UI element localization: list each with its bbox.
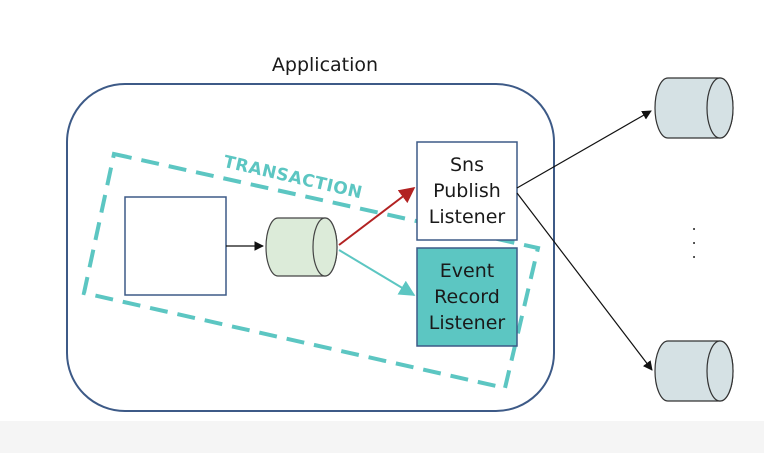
source-component-box <box>124 196 227 296</box>
sns-label-line-1: Sns <box>449 154 484 176</box>
transaction-boundary <box>81 151 541 391</box>
more-stores-ellipsis: . . . <box>691 215 697 262</box>
sns-to-upper-store-arrow <box>516 110 652 189</box>
sns-publish-listener-box <box>416 141 518 241</box>
event-label-line-1: Event <box>439 260 495 282</box>
queue-to-event-record-arrow <box>338 249 416 296</box>
sns-label-line-3: Listener <box>428 206 506 228</box>
event-queue-cylinder <box>265 217 338 277</box>
queue-to-sns-arrow <box>338 187 416 246</box>
lower-external-store-cylinder <box>654 340 734 402</box>
sns-publish-listener-label: Sns Publish Listener <box>417 142 517 240</box>
sns-label-line-2: Publish <box>433 180 501 202</box>
event-label-line-2: Record <box>434 286 500 308</box>
event-label-line-3: Listener <box>428 312 506 334</box>
event-record-listener-label: Event Record Listener <box>417 248 517 346</box>
application-boundary <box>66 83 555 412</box>
event-record-listener-box <box>416 247 518 347</box>
bottom-band <box>0 421 764 453</box>
sns-to-lower-store-arrow <box>516 192 653 371</box>
upper-external-store-cylinder <box>654 77 734 139</box>
application-title: Application <box>271 54 379 76</box>
